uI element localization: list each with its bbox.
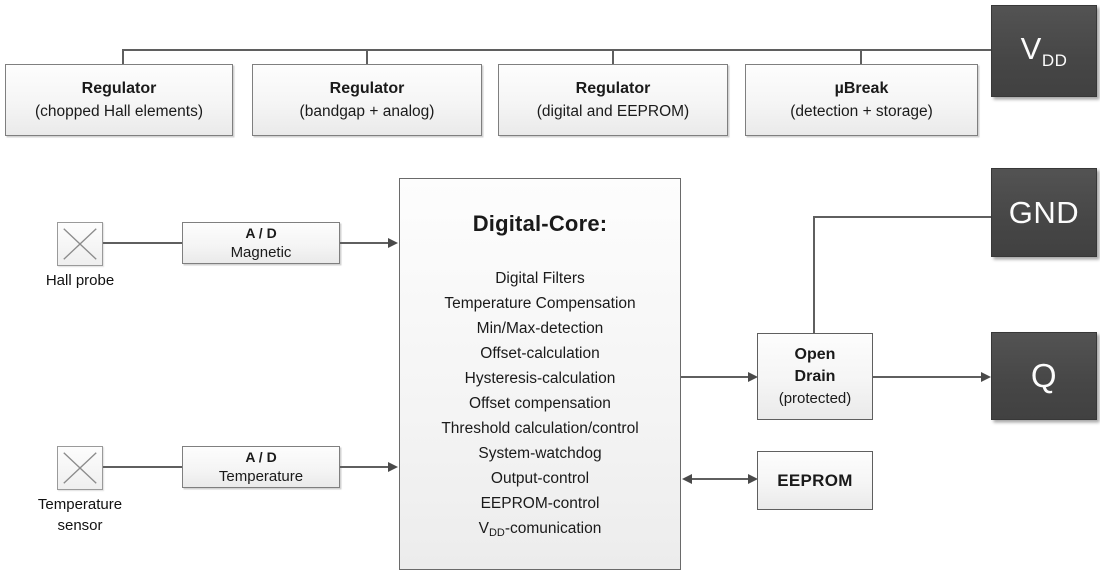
bus-stub-regulator-hall (122, 49, 124, 64)
core-function-item: Threshold calculation/control (441, 420, 639, 437)
temperature-sensor-box (57, 446, 103, 490)
opendrain-to-q-line (873, 376, 983, 378)
core-function-item: Temperature Compensation (444, 295, 636, 312)
ubreak-box: µBreak (detection + storage) (745, 64, 978, 136)
adc-temperature-arrowhead-icon (388, 461, 398, 472)
temperature-to-adc-line (103, 466, 182, 468)
eeprom-right-arrowhead-icon (748, 473, 758, 484)
core-function-item: EEPROM-control (480, 495, 600, 512)
opendrain-to-gnd-vline (813, 216, 815, 333)
regulator-digital-title: Regulator (575, 80, 651, 97)
core-to-opendrain-line (681, 376, 748, 378)
adc-temperature-title: A / D (245, 449, 277, 465)
bus-stub-ubreak (860, 49, 862, 64)
sensor-x-icon (58, 223, 102, 265)
adc-magnetic-to-core-line (340, 242, 388, 244)
q-pin-label: Q (1030, 357, 1058, 394)
regulator-bandgap-subtitle: (bandgap + analog) (299, 103, 435, 120)
open-drain-line3: (protected) (778, 389, 852, 407)
adc-temperature-subtitle: Temperature (218, 468, 304, 485)
regulator-digital-box: Regulator (digital and EEPROM) (498, 64, 728, 136)
open-drain-line2: Drain (794, 367, 836, 385)
sensor-x-icon (58, 447, 102, 489)
eeprom-label: EEPROM (777, 470, 853, 490)
hall-to-adc-line (103, 242, 182, 244)
core-function-item: System-watchdog (478, 445, 602, 462)
temperature-sensor-label: Temperature sensor (37, 496, 123, 534)
q-pin-box: Q (991, 332, 1097, 420)
q-arrowhead-icon (981, 371, 991, 382)
vdd-pin-label: VDD (1020, 31, 1068, 70)
opendrain-arrowhead-icon (748, 371, 758, 382)
adc-magnetic-subtitle: Magnetic (230, 244, 292, 261)
regulator-digital-subtitle: (digital and EEPROM) (536, 103, 690, 120)
core-function-item: Min/Max-detection (476, 320, 604, 337)
regulator-hall-title: Regulator (81, 80, 157, 97)
core-function-item-vdd-communication: VDD-comunication (478, 520, 602, 539)
regulator-hall-subtitle: (chopped Hall elements) (34, 103, 203, 120)
core-function-item: Hysteresis-calculation (464, 370, 616, 387)
core-function-item: Offset-calculation (480, 345, 600, 362)
core-function-item: Digital Filters (495, 270, 585, 287)
hall-probe-box (57, 222, 103, 266)
bus-stub-regulator-bandgap (366, 49, 368, 64)
regulator-hall-box: Regulator (chopped Hall elements) (5, 64, 233, 136)
adc-temperature-box: A / D Temperature (182, 446, 340, 488)
adc-magnetic-arrowhead-icon (388, 237, 398, 248)
eeprom-box: EEPROM (757, 451, 873, 510)
vdd-bus-line (123, 49, 991, 51)
open-drain-box: Open Drain (protected) (757, 333, 873, 420)
gnd-pin-box: GND (991, 168, 1097, 257)
open-drain-line1: Open (794, 345, 836, 363)
ubreak-title: µBreak (834, 80, 889, 97)
vdd-pin-box: VDD (991, 5, 1097, 97)
opendrain-to-gnd-hline (813, 216, 992, 218)
core-function-item: Offset compensation (469, 395, 611, 412)
eeprom-left-arrowhead-icon (682, 473, 692, 484)
regulator-bandgap-title: Regulator (329, 80, 405, 97)
core-function-item: Output-control (490, 470, 590, 487)
gnd-pin-label: GND (1008, 194, 1080, 230)
ubreak-subtitle: (detection + storage) (790, 103, 933, 120)
bus-stub-regulator-digital (612, 49, 614, 64)
adc-magnetic-title: A / D (245, 225, 277, 241)
hall-probe-label: Hall probe (45, 272, 115, 289)
core-to-eeprom-line (690, 478, 750, 480)
adc-temperature-to-core-line (340, 466, 388, 468)
digital-core-title: Digital-Core: (472, 211, 608, 236)
regulator-bandgap-box: Regulator (bandgap + analog) (252, 64, 482, 136)
adc-magnetic-box: A / D Magnetic (182, 222, 340, 264)
